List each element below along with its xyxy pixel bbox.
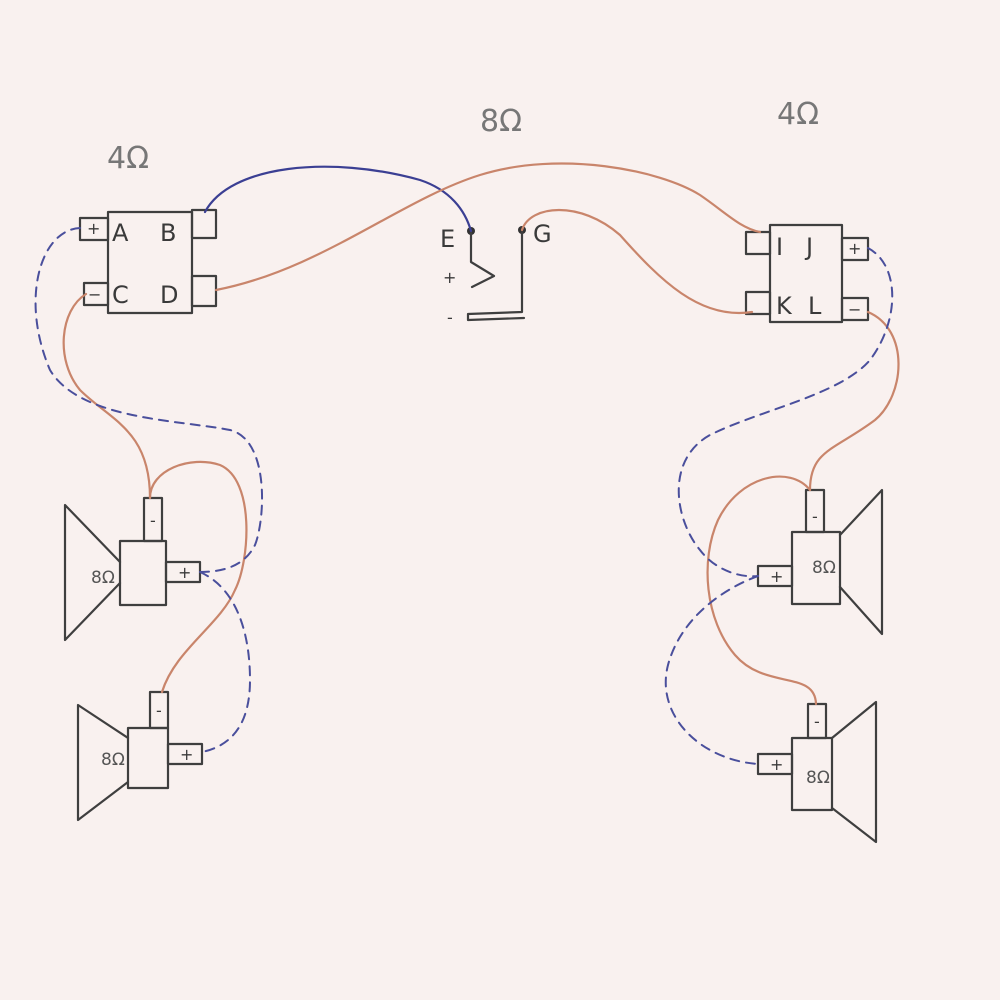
left-block-body xyxy=(106,210,194,315)
right-block-i-tab xyxy=(744,230,772,256)
speaker-2-minus-sign: - xyxy=(156,701,162,720)
speaker-4: - + 8Ω xyxy=(756,700,878,844)
terminal-j-label: J xyxy=(804,233,813,261)
left-block-b-tab xyxy=(190,208,218,240)
speaker-2-plus-tab xyxy=(166,742,204,766)
wire-speaker-3-to-speaker-4-minus xyxy=(706,475,818,706)
right-block-minus-sign: − xyxy=(848,300,861,319)
jack-minus-sign: - xyxy=(447,308,453,327)
wire-d-to-j xyxy=(214,162,762,292)
wire-a-to-speaker-1-plus xyxy=(34,227,264,573)
speaker-4-plus-tab xyxy=(756,752,794,776)
left-block-minus-sign: − xyxy=(88,285,101,304)
wire-speaker-3-to-speaker-4-plus xyxy=(664,575,759,765)
right-block-body xyxy=(768,223,844,324)
left-block-impedance-label: 4Ω xyxy=(107,141,149,176)
terminal-l-label: L xyxy=(808,292,822,320)
terminal-e-label: E xyxy=(440,225,455,253)
wire-c-to-speaker-1-minus xyxy=(62,292,152,500)
wire-g-to-k xyxy=(520,208,754,315)
wire-j-to-speaker-3-plus xyxy=(677,247,894,578)
speaker-1-cone xyxy=(63,503,122,642)
speaker-1: - + 8Ω xyxy=(63,496,202,642)
terminal-a-label: A xyxy=(112,219,129,247)
right-block-plus-sign: + xyxy=(848,239,861,258)
terminal-d-label: D xyxy=(160,281,178,309)
jack-impedance-label: 8Ω xyxy=(480,104,522,139)
left-block-plus-sign: + xyxy=(87,219,100,238)
speaker-4-impedance: 8Ω xyxy=(806,768,830,788)
speaker-1-magnet xyxy=(118,539,168,607)
speaker-1-plus-sign: + xyxy=(178,563,191,582)
terminal-k-label: K xyxy=(776,292,793,320)
terminal-i-label: I xyxy=(776,233,783,261)
speaker-1-minus-tab xyxy=(142,496,164,543)
speaker-4-minus-sign: - xyxy=(814,712,820,731)
output-jack: E G + - xyxy=(440,220,552,327)
right-block-impedance-label: 4Ω xyxy=(777,97,819,132)
speaker-3-minus-sign: - xyxy=(812,507,818,526)
right-terminal-block: + − I J K L xyxy=(744,223,870,324)
right-block-k-tab xyxy=(744,290,772,316)
jack-sleeve-contact xyxy=(466,230,526,322)
jack-tip-contact xyxy=(469,231,496,289)
speaker-3: - + 8Ω xyxy=(756,488,884,636)
speaker-1-minus-sign: - xyxy=(150,511,156,530)
speaker-2-cone xyxy=(76,703,130,822)
terminal-g-label: G xyxy=(533,220,552,248)
wire-speaker-1-to-speaker-2-plus xyxy=(199,571,252,753)
speaker-2-impedance: 8Ω xyxy=(101,750,125,770)
speaker-2-plus-sign: + xyxy=(180,745,193,764)
jack-plus-sign: + xyxy=(443,268,456,287)
terminal-c-label: C xyxy=(112,281,129,309)
speaker-3-minus-tab xyxy=(804,488,826,534)
speaker-4-plus-sign: + xyxy=(770,755,783,774)
wire-l-to-speaker-3-minus xyxy=(808,310,900,492)
speaker-3-impedance: 8Ω xyxy=(812,558,836,578)
speaker-3-cone xyxy=(838,488,884,636)
speaker-4-cone xyxy=(830,700,878,844)
speaker-2: - + 8Ω xyxy=(76,690,204,822)
left-block-d-tab xyxy=(190,274,218,308)
right-block-minus-tab xyxy=(840,296,870,322)
wire-speaker-1-to-speaker-2-minus xyxy=(148,460,248,694)
left-terminal-block: + − A B C D xyxy=(78,208,218,315)
terminal-b-label: B xyxy=(160,219,176,247)
speaker-1-impedance: 8Ω xyxy=(91,568,115,588)
speaker-3-plus-sign: + xyxy=(770,567,783,586)
speaker-2-minus-tab xyxy=(148,690,170,730)
speaker-2-magnet xyxy=(126,726,170,790)
wire-b-to-e xyxy=(203,165,473,233)
